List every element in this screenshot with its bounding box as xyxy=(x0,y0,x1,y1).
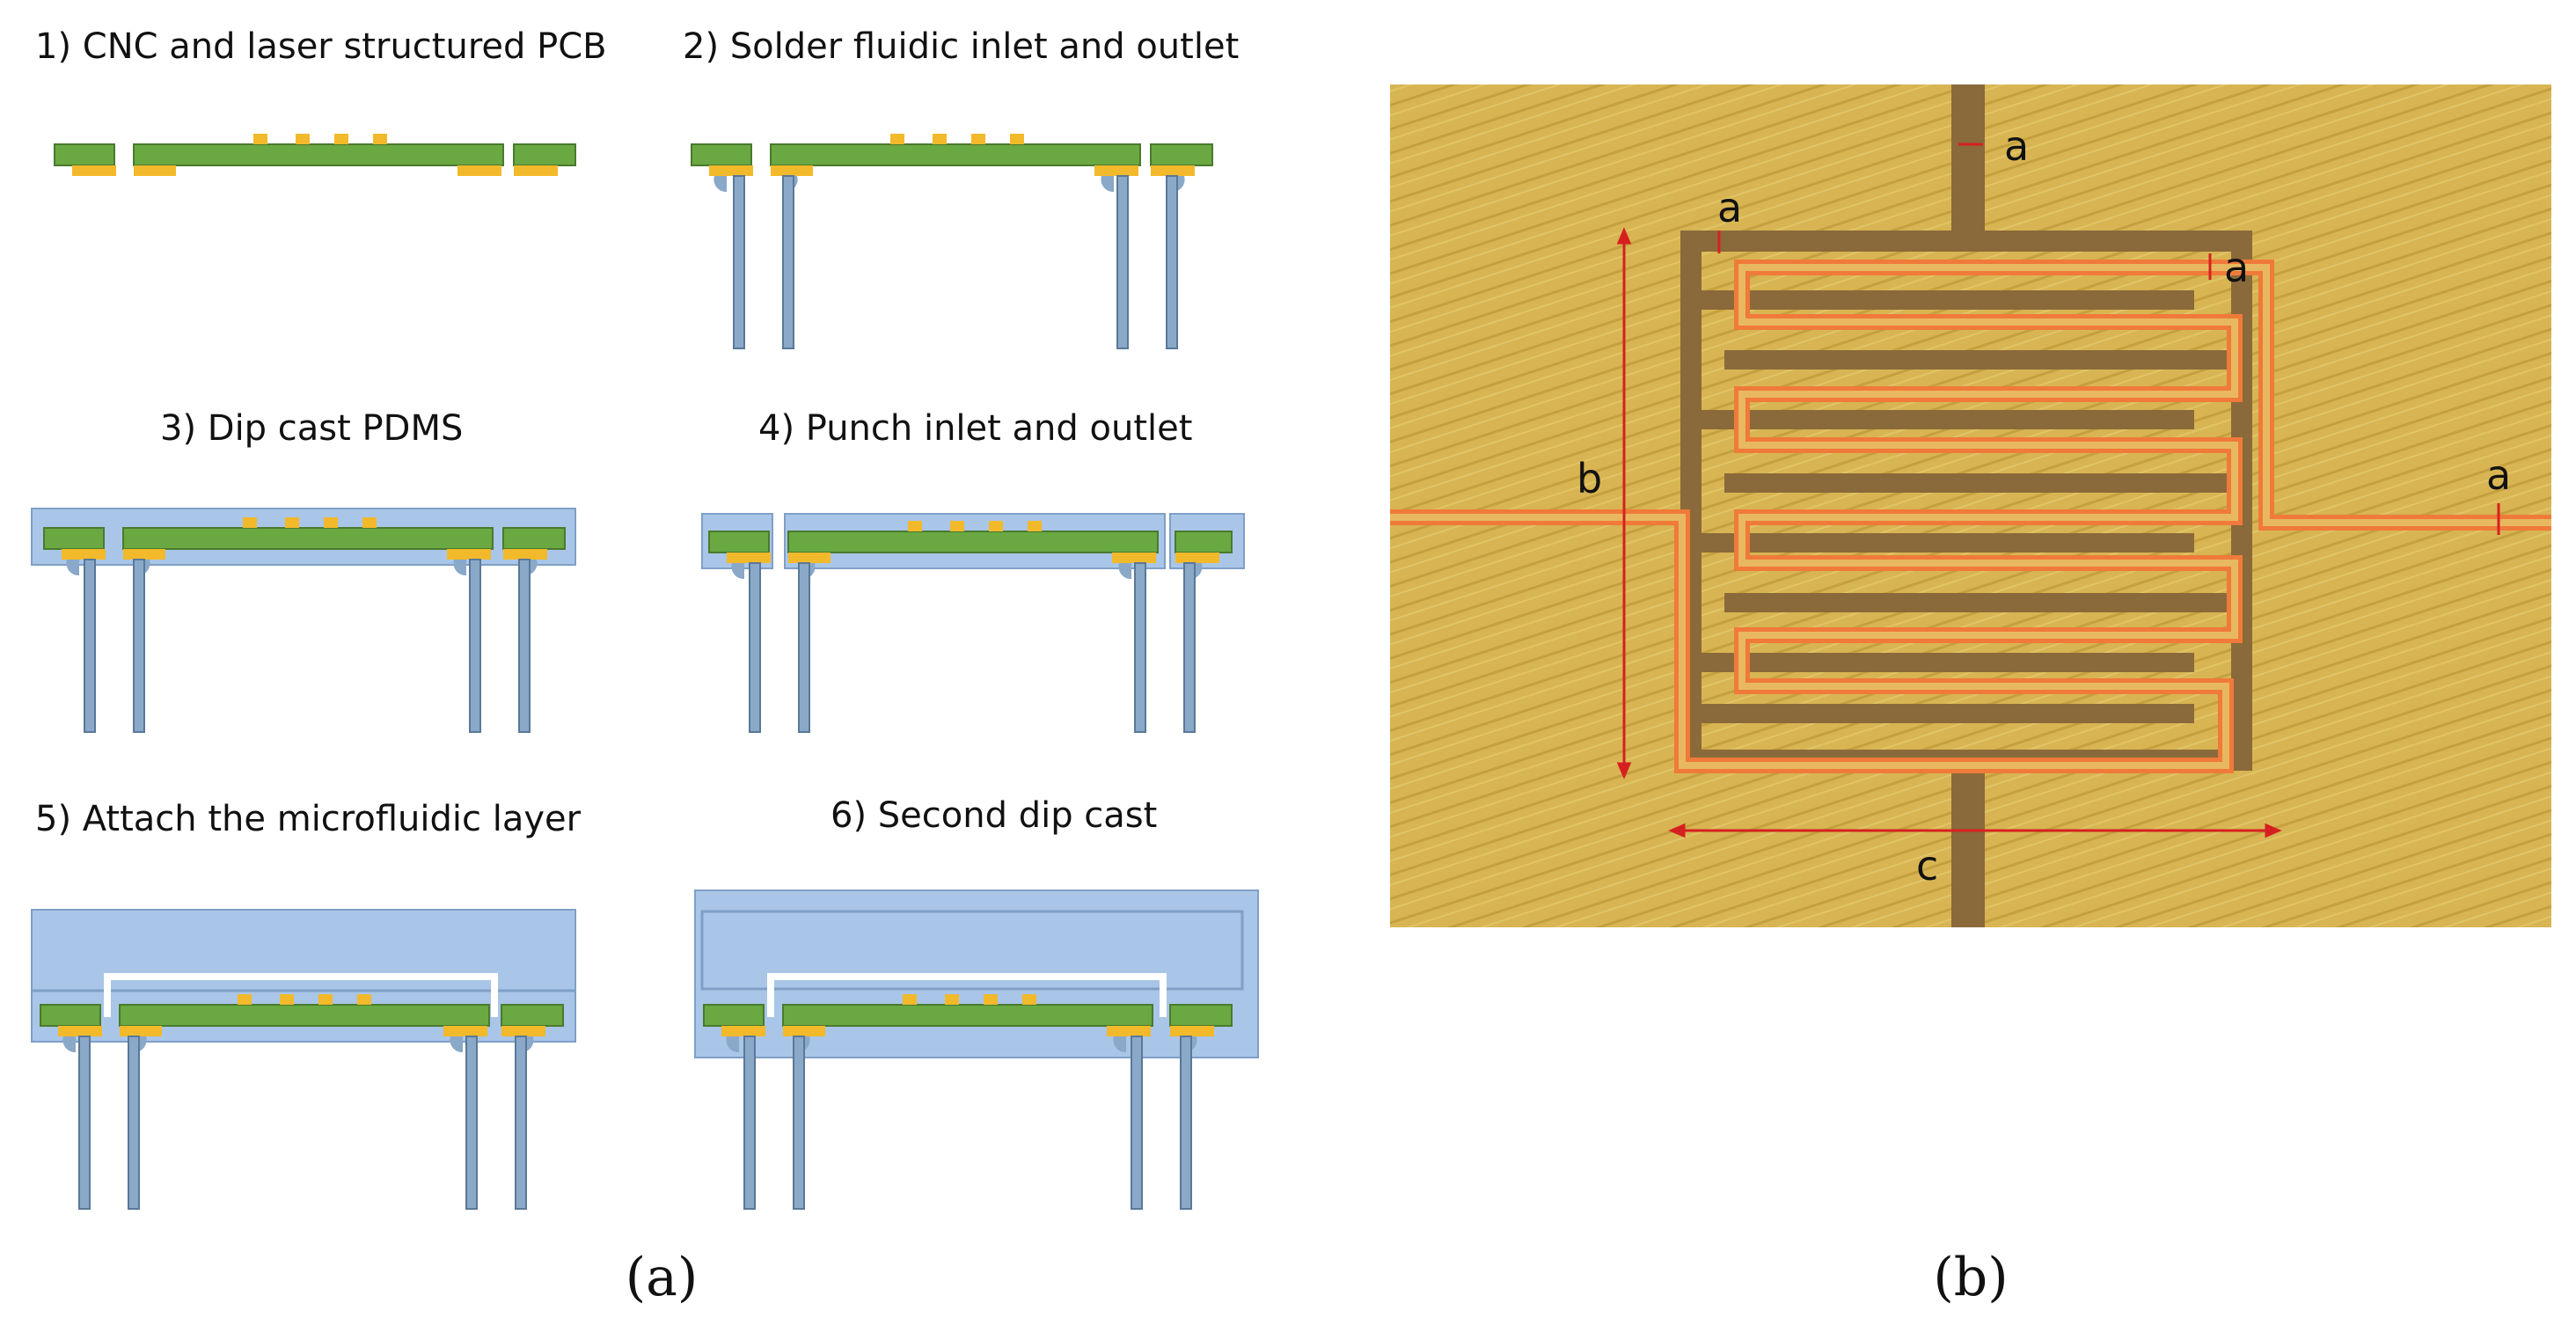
panel-b-label: (b) xyxy=(1933,1247,2008,1308)
dimension-label-a-left: a xyxy=(1717,184,1742,231)
step-1-diagram xyxy=(54,134,576,176)
step-4-diagram xyxy=(701,513,1245,733)
dimension-label-a-top: a xyxy=(2004,122,2029,170)
panel-a: 1) CNC and laser structured PCB 2) Solde… xyxy=(31,26,1259,1308)
step-6-diagram xyxy=(694,889,1259,1210)
step-5-title: 5) Attach the microfluidic layer xyxy=(35,799,582,839)
panel-b: a a a a b c (b) xyxy=(1390,84,2551,1308)
step-2-title: 2) Solder fluidic inlet and outlet xyxy=(683,26,1239,67)
step-2-diagram xyxy=(691,134,1213,349)
dimension-label-c: c xyxy=(1916,842,1938,889)
step-6-title: 6) Second dip cast xyxy=(831,795,1157,836)
step-5-diagram xyxy=(31,909,576,1210)
step-3-title: 3) Dip cast PDMS xyxy=(160,408,463,449)
step-3-diagram xyxy=(31,508,576,733)
dimension-label-a-right: a xyxy=(2224,244,2249,291)
dimension-label-a-outlet: a xyxy=(2486,451,2511,499)
dimension-markers xyxy=(1616,143,2500,838)
dimension-label-b: b xyxy=(1577,455,1602,502)
step-4-title: 4) Punch inlet and outlet xyxy=(758,408,1192,449)
step-1-title: 1) CNC and laser structured PCB xyxy=(35,26,607,67)
panel-a-label: (a) xyxy=(626,1247,699,1308)
